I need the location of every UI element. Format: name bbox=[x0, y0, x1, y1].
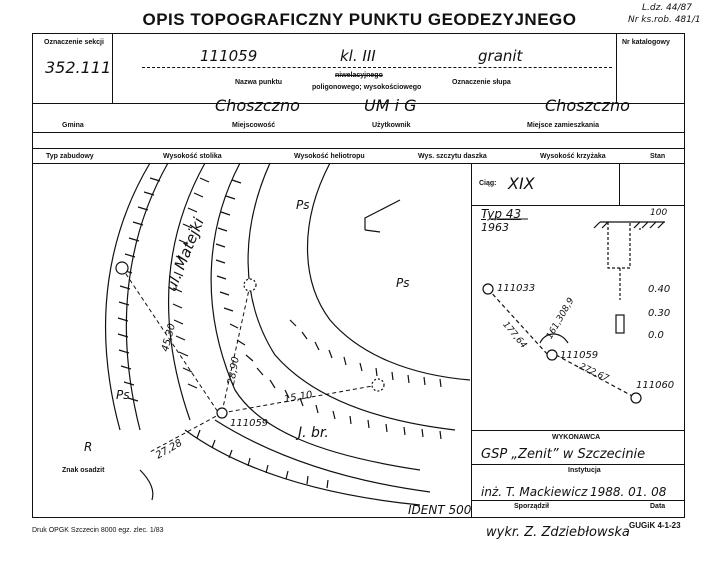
point-class: kl. III bbox=[340, 47, 376, 65]
side-point-1: 111033 bbox=[497, 283, 536, 294]
wysokosc-heliotropu-label: Wysokość heliotropu bbox=[294, 153, 365, 160]
author-name: inż. T. Mackiewicz bbox=[481, 485, 588, 499]
col-divider bbox=[112, 33, 113, 103]
instytucja-line bbox=[471, 464, 685, 465]
ciag-row-line bbox=[471, 205, 685, 206]
map-side-divider bbox=[471, 163, 472, 518]
typ-zabudowy-label: Typ zabudowy bbox=[46, 153, 94, 160]
catalog-number-label: Nr katalogowy bbox=[622, 39, 670, 46]
wysokosc-daszka-label: Wys. szczytu daszka bbox=[418, 153, 487, 160]
form-frame bbox=[32, 33, 685, 518]
ldz-number: L.dz. 44/87 bbox=[642, 3, 692, 13]
miejsce-value: Choszczno bbox=[545, 96, 630, 115]
dim-100: 100 bbox=[650, 208, 668, 218]
row-divider bbox=[32, 132, 685, 133]
year-value: 1963 bbox=[481, 221, 509, 234]
sporzadzil-label: Sporządził bbox=[514, 503, 550, 510]
ps-label-2: Ps bbox=[396, 276, 410, 290]
sekcja-label: Oznaczenie sekcji bbox=[44, 39, 104, 46]
wysokosc-krzyzaka-label: Wysokość krzyżaka bbox=[540, 153, 606, 160]
side-point-2: 111059 bbox=[560, 350, 599, 361]
uzytkownik-value: UM i G bbox=[364, 96, 417, 115]
jbr-label: J. br. bbox=[298, 425, 329, 441]
ciag-label: Ciąg: bbox=[479, 180, 497, 187]
znak-osadzit-label: Znak osadzit bbox=[62, 467, 105, 474]
instytucja-label: Instytucja bbox=[568, 467, 601, 474]
ps-label-1: Ps bbox=[296, 198, 310, 212]
author-date: 1988. 01. 08 bbox=[590, 485, 667, 499]
map-point-number: 111059 bbox=[230, 418, 269, 429]
point-number: 111059 bbox=[200, 47, 258, 65]
gmina-label: Gmina bbox=[62, 122, 84, 129]
contractor-name: GSP „Zenit” w Szczecinie bbox=[481, 447, 646, 462]
gmina-value: Choszczno bbox=[215, 96, 300, 115]
post-marking: granit bbox=[478, 47, 523, 65]
sekcja-value: 352.111 bbox=[45, 58, 112, 77]
col-divider bbox=[616, 33, 617, 103]
row-divider bbox=[32, 103, 685, 104]
miejsce-label: Miejsce zamieszkania bbox=[527, 122, 599, 129]
form-code: GUGiK 4-1-23 bbox=[629, 521, 681, 530]
dim-00: 0.0 bbox=[648, 330, 664, 341]
poligonowego-label: poligonowego; wysokościowego bbox=[312, 84, 422, 91]
print-info: Druk OPGK Szczecin 8000 egz. zlec. 1/83 bbox=[32, 527, 164, 534]
drawn-by: wykr. Z. Zdziebłowska bbox=[486, 525, 630, 540]
wysokosc-stolika-label: Wysokość stolika bbox=[163, 153, 222, 160]
ks-rob-number: Nr ks.rob. 481/1 bbox=[628, 15, 701, 25]
form-title: OPIS TOPOGRAFICZNY PUNKTU GEODEZYJNEGO bbox=[142, 10, 577, 29]
ciag-divider bbox=[619, 163, 620, 205]
nazwa-punktu-label: Nazwa punktu bbox=[235, 79, 283, 86]
side-bottom-line bbox=[471, 430, 685, 431]
miejscowosc-label: Miejscowość bbox=[232, 122, 276, 129]
dim-030: 0.30 bbox=[648, 308, 671, 319]
row-divider bbox=[32, 148, 685, 149]
row-divider bbox=[32, 163, 685, 164]
ciag-value: XIX bbox=[508, 174, 535, 193]
side-point-3: 111060 bbox=[636, 380, 675, 391]
ident-label: IDENT 500 bbox=[408, 503, 472, 517]
uzytkownik-label: Użytkownik bbox=[372, 122, 411, 129]
oznaczenie-slupa-label: Oznaczenie słupa bbox=[452, 79, 511, 86]
wykonawca-label: WYKONAWCA bbox=[552, 434, 601, 441]
niwelacyjnego-label: niwelacyjnego bbox=[335, 72, 383, 79]
sporzadzil-line bbox=[471, 500, 685, 501]
dim-040: 0.40 bbox=[648, 284, 671, 295]
stan-label: Stan bbox=[650, 153, 666, 160]
r-label: R bbox=[84, 440, 93, 454]
data-label: Data bbox=[650, 503, 666, 510]
ps-label-3: Ps bbox=[116, 388, 130, 402]
point-name-line bbox=[142, 67, 612, 68]
typ-value: Typ 43 bbox=[481, 207, 522, 221]
